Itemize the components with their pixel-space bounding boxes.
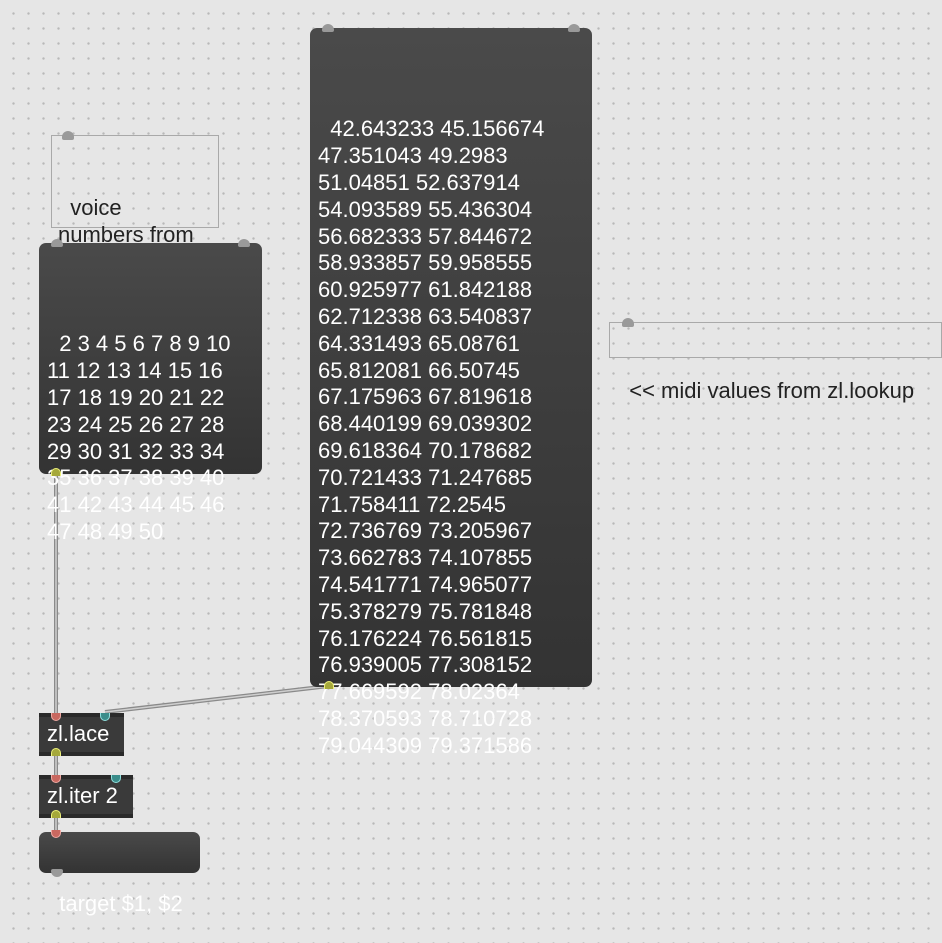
- midi-values-text: 42.643233 45.156674 47.351043 49.2983 51…: [318, 116, 545, 758]
- midi-values-outlet[interactable]: [324, 681, 334, 689]
- zl-lace-label: zl.lace: [47, 721, 110, 746]
- voice-numbers-comment[interactable]: voice numbers from mc.edge: [51, 131, 219, 274]
- message-corner-nub: [238, 239, 250, 247]
- zl-iter-outlet[interactable]: [51, 810, 61, 818]
- voice-numbers-outlet[interactable]: [51, 468, 61, 476]
- voice-numbers-message[interactable]: 2 3 4 5 6 7 8 9 10 11 12 13 14 15 16 17 …: [39, 239, 262, 544]
- message-inlet-nub: [322, 24, 334, 32]
- comment-tab: [62, 131, 74, 140]
- zl-lace-object[interactable]: zl.lace: [39, 713, 124, 756]
- message-inlet-nub: [51, 239, 63, 247]
- zl-lace-outlet[interactable]: [51, 748, 61, 756]
- midi-values-message[interactable]: 42.643233 45.156674 47.351043 49.2983 51…: [310, 24, 592, 758]
- zl-iter-label: zl.iter 2: [47, 783, 118, 808]
- message-corner-nub: [568, 24, 580, 32]
- target-inlet[interactable]: [51, 830, 61, 838]
- target-message-text: target $1, $2: [59, 891, 183, 916]
- target-outlet-nub: [51, 869, 63, 877]
- midi-values-comment-text: << midi values from zl.lookup: [629, 378, 915, 403]
- comment-tab: [622, 318, 634, 327]
- zl-iter-object[interactable]: zl.iter 2: [39, 775, 133, 818]
- target-message[interactable]: target $1, $2: [39, 830, 200, 916]
- midi-values-comment[interactable]: << midi values from zl.lookup: [609, 318, 942, 403]
- zl-iter-left-inlet[interactable]: [51, 775, 61, 783]
- voice-numbers-text: 2 3 4 5 6 7 8 9 10 11 12 13 14 15 16 17 …: [47, 331, 231, 544]
- zl-iter-right-inlet[interactable]: [111, 775, 121, 783]
- zl-lace-right-inlet[interactable]: [100, 713, 110, 721]
- patch-cords: [54, 473, 330, 832]
- cord-midi-to-lace[interactable]: [104, 684, 330, 714]
- zl-lace-left-inlet[interactable]: [51, 713, 61, 721]
